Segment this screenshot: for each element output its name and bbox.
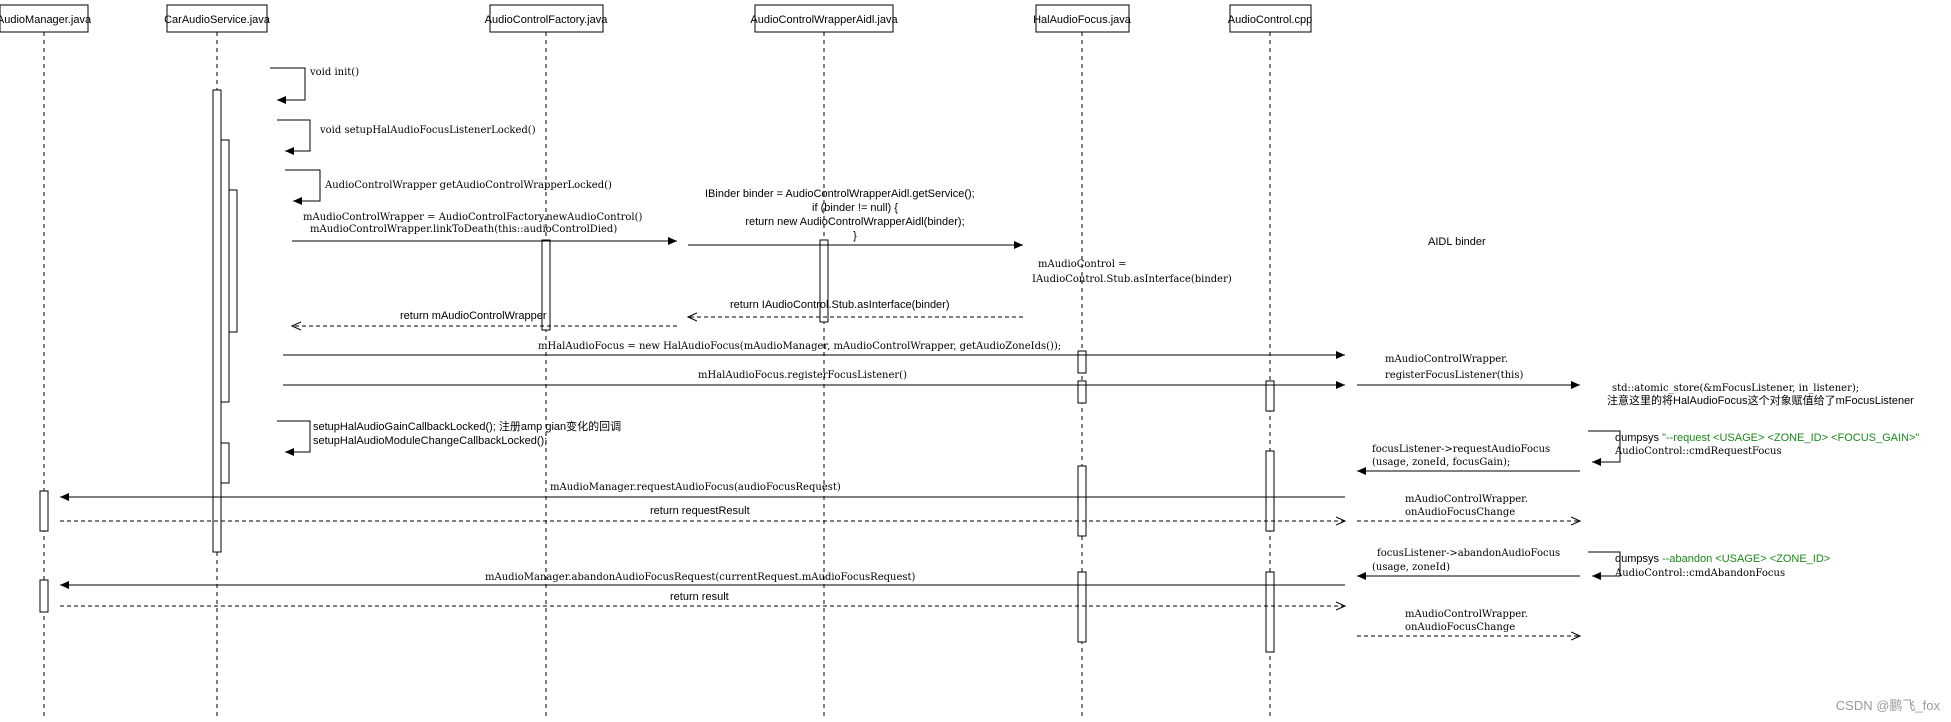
label-binder-1: IBinder binder = AudioControlWrapperAidl… bbox=[705, 188, 975, 200]
label-return-wrapper: return mAudioControlWrapper bbox=[400, 310, 547, 322]
label-init: void init() bbox=[309, 67, 359, 78]
activation-cas-setup bbox=[220, 139, 230, 403]
label-cmd-request: AudioControl::cmdRequestFocus bbox=[1614, 446, 1782, 457]
label-aidl-binder: AIDL binder bbox=[1428, 236, 1486, 248]
activation-haf-abandon bbox=[1077, 571, 1087, 643]
label-on-change-1b: onAudioFocusChange bbox=[1405, 507, 1515, 518]
participant-audiocontrolfactory: AudioControlFactory.java bbox=[485, 4, 609, 33]
activation-acf bbox=[541, 239, 551, 331]
participant-label: AudioControl.cpp bbox=[1228, 14, 1312, 26]
activation-haf-new bbox=[1077, 350, 1087, 374]
label-setup-hal: void setupHalAudioFocusListenerLocked() bbox=[319, 125, 536, 136]
activation-am-abandon bbox=[39, 579, 49, 613]
label-on-change-1a: mAudioControlWrapper. bbox=[1405, 494, 1528, 505]
text-labels: IBinder binder = AudioControlWrapperAidl… bbox=[313, 188, 1919, 603]
label-return-result: return result bbox=[670, 591, 729, 603]
label-dumpsys-request-prefix: dumpsys bbox=[1615, 432, 1662, 444]
participant-caraudioservice: CarAudioService.java bbox=[164, 4, 271, 33]
label-on-change-2a: mAudioControlWrapper. bbox=[1405, 609, 1528, 620]
label-new-control-1: mAudioControlWrapper = AudioControlFacto… bbox=[303, 212, 642, 223]
label-dumpsys-request: dumpsys "--request <USAGE> <ZONE_ID> <FO… bbox=[1615, 432, 1919, 444]
label-atomic-note: 注意这里的将HalAudioFocus这个对象赋值给了mFocusListene… bbox=[1607, 393, 1914, 407]
self-arrow-gaincb bbox=[277, 420, 311, 456]
self-arrow-dumpsys-request bbox=[1588, 430, 1621, 466]
activation-cas-main bbox=[212, 89, 222, 553]
label-return-stub: return IAudioControl.Stub.asInterface(bi… bbox=[730, 299, 950, 311]
activation-haf-request bbox=[1077, 465, 1087, 537]
label-focus-request-1: focusListener->requestAudioFocus bbox=[1372, 444, 1550, 455]
label-am-request: mAudioManager.requestAudioFocus(audioFoc… bbox=[550, 482, 841, 493]
label-new-control-2: mAudioControlWrapper.linkToDeath(this::a… bbox=[310, 224, 617, 235]
watermark: CSDN @鹏飞_fox bbox=[1836, 698, 1941, 713]
activation-cas-gaincb bbox=[220, 442, 230, 484]
participant-label: AudioManager.java bbox=[0, 14, 92, 26]
self-messages bbox=[270, 67, 1621, 580]
activation-haf-register bbox=[1077, 380, 1087, 404]
label-atomic-store: std::atomic_store(&mFocusListener, in_li… bbox=[1612, 383, 1859, 394]
label-am-abandon: mAudioManager.abandonAudioFocusRequest(c… bbox=[485, 572, 916, 583]
label-module-cb: setupHalAudioModuleChangeCallbackLocked(… bbox=[313, 435, 547, 447]
participant-halaudiofocus: HalAudioFocus.java bbox=[1033, 4, 1132, 33]
activation-acc-register bbox=[1265, 380, 1275, 412]
activation-acw bbox=[819, 239, 829, 323]
label-register-listener: mHalAudioFocus.registerFocusListener() bbox=[698, 370, 907, 381]
messages bbox=[60, 237, 1580, 636]
activation-cas-getwrapper bbox=[228, 189, 238, 333]
label-binder-3: return new AudioControlWrapperAidl(binde… bbox=[745, 216, 964, 228]
activation-acc-request bbox=[1265, 450, 1275, 532]
self-arrow-dumpsys-abandon bbox=[1588, 551, 1621, 580]
code-labels: void init() void setupHalAudioFocusListe… bbox=[303, 67, 1859, 633]
label-focus-abandon-1: focusListener->abandonAudioFocus bbox=[1377, 548, 1560, 559]
activations bbox=[39, 89, 1275, 653]
label-gain-cb: setupHalAudioGainCallbackLocked(); 注册amp… bbox=[313, 419, 621, 433]
participant-label: HalAudioFocus.java bbox=[1033, 14, 1132, 26]
label-dumpsys-abandon-prefix: dumpsys bbox=[1615, 553, 1662, 565]
label-get-wrapper: AudioControlWrapper getAudioControlWrapp… bbox=[324, 180, 612, 191]
label-new-hal-focus: mHalAudioFocus = new HalAudioFocus(mAudi… bbox=[538, 341, 1061, 352]
label-binder-4: } bbox=[853, 230, 857, 242]
participant-audiocontrolcpp: AudioControl.cpp bbox=[1228, 4, 1312, 33]
label-dumpsys-abandon-args: --abandon <USAGE> <ZONE_ID> bbox=[1662, 553, 1830, 565]
participant-audiocontrolwrapperaidl: AudioControlWrapperAidl.java bbox=[750, 4, 898, 33]
label-dumpsys-request-args: "--request <USAGE> <ZONE_ID> <FOCUS_GAIN… bbox=[1662, 432, 1919, 444]
label-maudiocontrol-1: mAudioControl = bbox=[1038, 259, 1126, 270]
participant-audiomanager: AudioManager.java bbox=[0, 4, 92, 33]
label-focus-request-2: (usage, zoneId, focusGain); bbox=[1372, 457, 1510, 468]
label-focus-abandon-2: (usage, zoneId) bbox=[1372, 562, 1450, 573]
activation-am-request bbox=[39, 490, 49, 532]
participant-label: AudioControlWrapperAidl.java bbox=[750, 14, 898, 26]
label-dumpsys-abandon: dumpsys --abandon <USAGE> <ZONE_ID> bbox=[1615, 553, 1830, 565]
label-wrapper-register-1: mAudioControlWrapper. bbox=[1385, 354, 1508, 365]
self-arrow-getwrapper bbox=[285, 169, 321, 205]
participant-label: CarAudioService.java bbox=[164, 14, 271, 26]
label-binder-2: if (binder != null) { bbox=[812, 202, 898, 214]
label-maudiocontrol-2: IAudioControl.Stub.asInterface(binder) bbox=[1032, 274, 1232, 285]
self-arrow-setup bbox=[277, 119, 311, 155]
self-arrow-init bbox=[270, 67, 306, 104]
label-cmd-abandon: AudioControl::cmdAbandonFocus bbox=[1614, 568, 1785, 579]
label-wrapper-register-2: registerFocusListener(this) bbox=[1385, 370, 1523, 381]
label-return-request: return requestResult bbox=[650, 505, 750, 517]
participant-label: AudioControlFactory.java bbox=[485, 14, 609, 26]
label-on-change-2b: onAudioFocusChange bbox=[1405, 622, 1515, 633]
activation-acc-abandon bbox=[1265, 571, 1275, 653]
